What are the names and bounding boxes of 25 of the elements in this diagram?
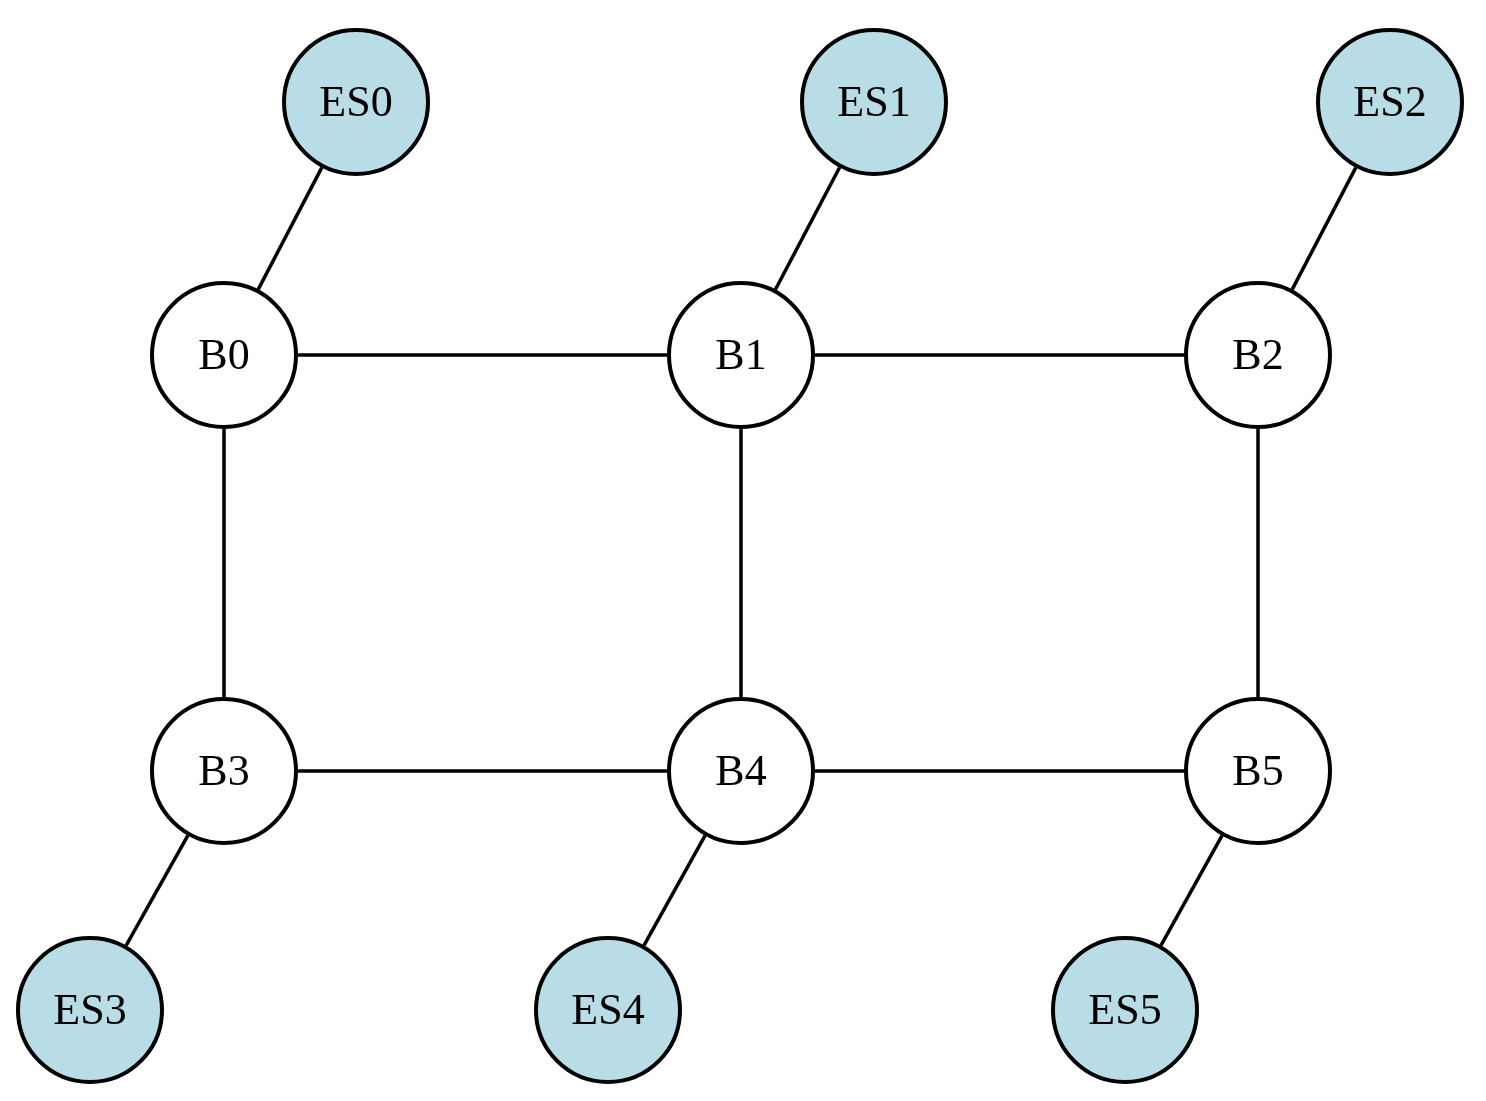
node-label: B2 xyxy=(1232,333,1284,377)
connector-line xyxy=(642,834,707,947)
node-label: ES4 xyxy=(571,988,645,1032)
node-label: ES3 xyxy=(53,988,127,1032)
connector-line xyxy=(1256,429,1260,697)
connector-line xyxy=(739,429,743,697)
connector-line xyxy=(773,166,842,291)
connector-line xyxy=(1290,166,1358,291)
connector-line xyxy=(222,429,226,697)
connector-line xyxy=(815,769,1184,773)
connector-line xyxy=(298,769,667,773)
connector-line xyxy=(1159,834,1224,947)
node-label: B3 xyxy=(198,749,250,793)
node-label: ES0 xyxy=(319,80,393,124)
connector-line xyxy=(815,353,1184,357)
node-label: ES1 xyxy=(837,80,911,124)
connector-line xyxy=(124,834,190,947)
node-label: ES2 xyxy=(1353,80,1427,124)
node-label: B0 xyxy=(198,333,250,377)
node-label: B5 xyxy=(1232,749,1284,793)
node-label: ES5 xyxy=(1088,988,1162,1032)
node-label: B1 xyxy=(715,333,767,377)
connector-line xyxy=(256,166,324,291)
node-label: B4 xyxy=(715,749,767,793)
connector-line xyxy=(298,353,667,357)
